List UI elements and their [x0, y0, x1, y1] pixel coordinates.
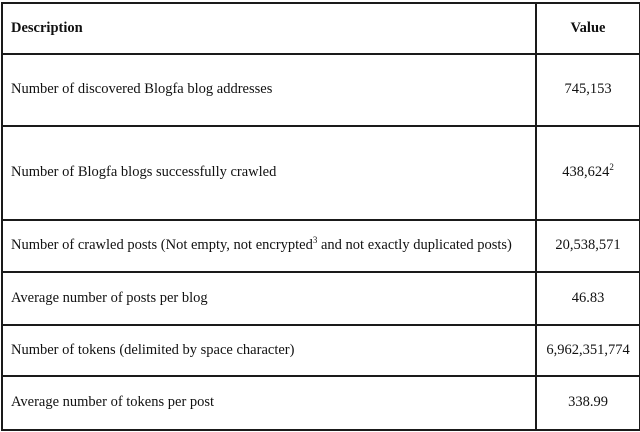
description-text: Number of crawled posts (Not empty, not … [11, 237, 313, 254]
column-header-description: Description [1, 2, 537, 55]
table-row: Average number of posts per blog 46.83 [1, 271, 640, 326]
table-row: Number of tokens (delimited by space cha… [1, 324, 640, 377]
value-text: 46.83 [571, 289, 605, 306]
description-text: Number of discovered Blogfa blog address… [11, 81, 273, 98]
footnote-marker: 3 [312, 235, 318, 246]
table-row: Number of Blogfa blogs successfully craw… [1, 125, 640, 221]
footnote-marker: 2 [609, 162, 614, 173]
description-text: Average number of posts per blog [11, 289, 208, 306]
table-row: Number of discovered Blogfa blog address… [1, 53, 640, 127]
table-row: Average number of tokens per post 338.99 [1, 375, 640, 431]
description-text: Average number of tokens per post [11, 394, 215, 411]
row-description: Number of tokens (delimited by space cha… [1, 324, 537, 377]
row-value: 338.99 [535, 375, 640, 431]
row-value: 438,6242 [535, 125, 640, 221]
value-text: 438,624 [562, 164, 610, 181]
description-text: Number of tokens (delimited by space cha… [11, 341, 295, 358]
row-description: Average number of tokens per post [1, 375, 537, 431]
column-header-value: Value [535, 2, 640, 55]
row-description: Number of discovered Blogfa blog address… [1, 53, 537, 127]
row-value: 46.83 [535, 271, 640, 326]
row-description: Number of crawled posts (Not empty, not … [1, 219, 537, 273]
value-text: 20,538,571 [555, 237, 621, 254]
row-description: Average number of posts per blog [1, 271, 537, 326]
value-text: 6,962,351,774 [546, 341, 630, 358]
value-text: 338.99 [568, 394, 608, 411]
row-value: 745,153 [535, 53, 640, 127]
table-header-row: Description Value [1, 2, 640, 55]
value-text: 745,153 [564, 81, 612, 98]
row-description: Number of Blogfa blogs successfully craw… [1, 125, 537, 221]
row-value: 20,538,571 [535, 219, 640, 273]
description-text-tail: and not exactly duplicated posts) [317, 237, 512, 254]
table-row: Number of crawled posts (Not empty, not … [1, 219, 640, 273]
description-text: Number of Blogfa blogs successfully craw… [11, 164, 277, 181]
row-value: 6,962,351,774 [535, 324, 640, 377]
